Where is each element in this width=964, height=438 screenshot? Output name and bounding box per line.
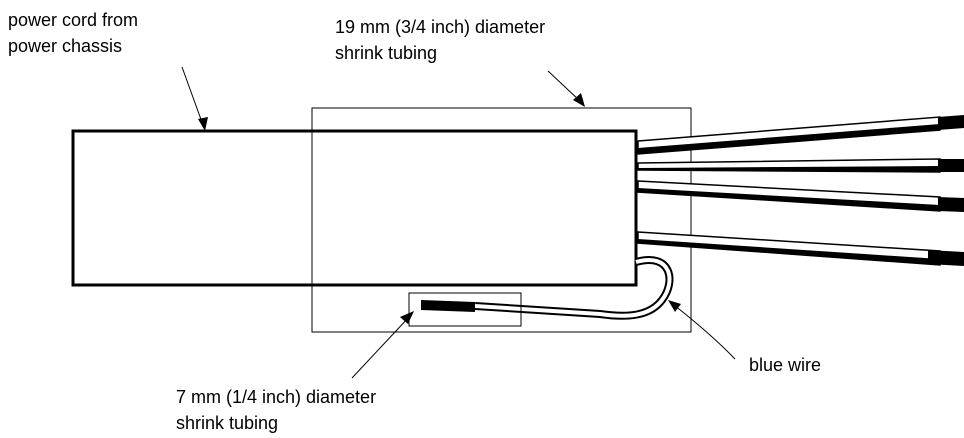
blue-wire-label-text: blue wire <box>749 355 822 375</box>
small-tubing-leader <box>351 311 414 379</box>
large-tubing-label: 19 mm (3/4 inch) diameter shrink tubing <box>335 14 545 66</box>
blue-wire-tip <box>421 300 475 312</box>
leader-lines <box>181 66 736 379</box>
wire-bundle <box>637 115 964 266</box>
small-shrink-tubing <box>408 292 522 327</box>
power-cord-label-line-2: power chassis <box>8 36 123 56</box>
small-tubing-label-line-1: 7 mm (1/4 inch) diameter <box>176 387 377 407</box>
wire-4 <box>637 231 964 266</box>
blue-wire-leader <box>668 300 736 360</box>
wire-2 <box>637 158 964 173</box>
power-cord-leader <box>181 66 208 131</box>
wire-3 <box>637 180 964 212</box>
power-cord-label: power cord from power chassis <box>8 7 138 59</box>
power-cord-body <box>71 129 638 287</box>
large-tubing-label-line-2: shrink tubing <box>335 43 438 63</box>
blue-wire <box>421 256 674 320</box>
wire-1 <box>637 115 964 155</box>
large-tubing-label-line-1: 19 mm (3/4 inch) diameter <box>335 17 546 37</box>
large-tubing-leader <box>547 70 585 107</box>
power-cord-label-line-1: power cord from <box>8 10 139 30</box>
blue-wire-label: blue wire <box>749 352 821 378</box>
small-tubing-label: 7 mm (1/4 inch) diameter shrink tubing <box>176 384 376 436</box>
large-shrink-tubing <box>311 107 692 333</box>
small-tubing-label-line-2: shrink tubing <box>176 413 279 433</box>
